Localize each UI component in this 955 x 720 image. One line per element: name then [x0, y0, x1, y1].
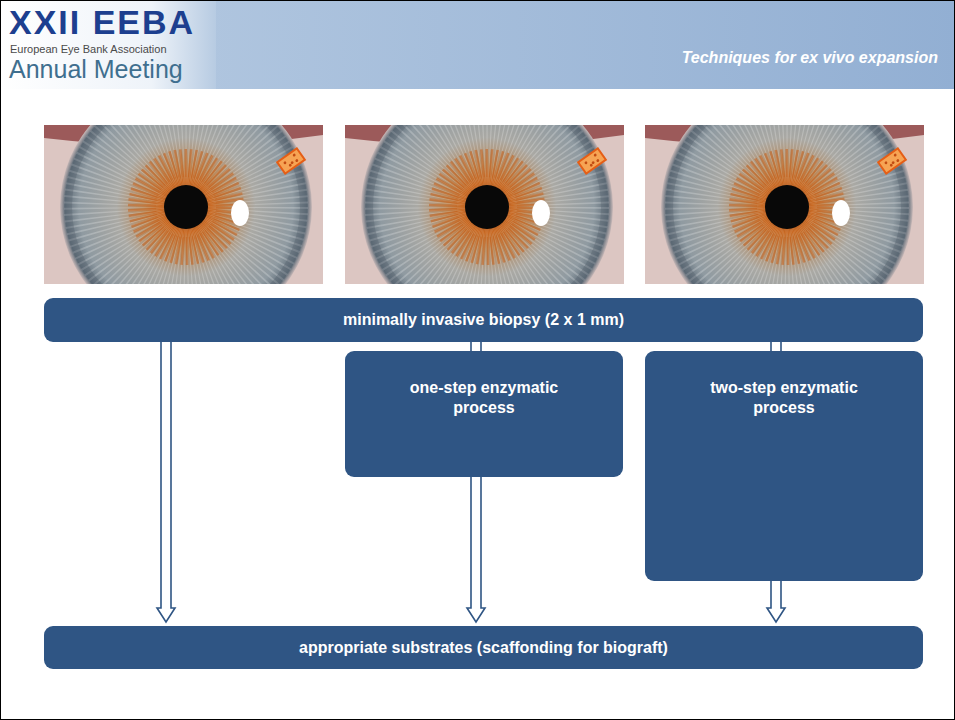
slide-title: Techniques for ex vivo expansion: [682, 49, 938, 67]
logo-text: European Eye Bank Association: [10, 43, 167, 55]
box-text: two-step enzymatic process: [694, 378, 874, 418]
hollow-arrow: [767, 580, 785, 622]
box-text: minimally invasive biopsy (2 x 1 mm): [343, 310, 624, 330]
logo-ground: [1, 1, 216, 89]
box-text: one-step enzymatic process: [394, 378, 574, 418]
hollow-arrow: [467, 476, 485, 622]
eye-photo: [645, 81, 924, 333]
logo-text: XXII EEBA: [9, 3, 195, 42]
process-box: two-step enzymatic process: [645, 351, 923, 581]
eye-photo: [44, 81, 323, 333]
box-text: appropriate substrates (scaffonding for …: [299, 638, 668, 658]
logo-text: Annual Meeting: [9, 55, 183, 84]
process-box: one-step enzymatic process: [345, 351, 623, 477]
eye-photo: [345, 81, 624, 333]
step-band: appropriate substrates (scaffonding for …: [44, 626, 923, 669]
step-band: minimally invasive biopsy (2 x 1 mm): [44, 298, 923, 342]
header-bar: [1, 1, 955, 89]
hollow-arrow: [157, 341, 175, 622]
